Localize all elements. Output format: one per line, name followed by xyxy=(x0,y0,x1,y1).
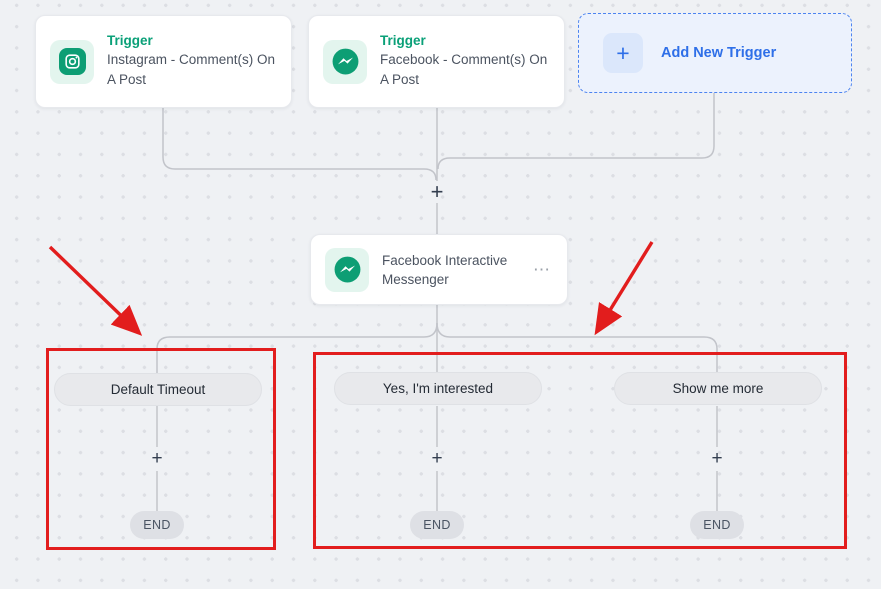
node-menu-button[interactable]: ⋯ xyxy=(533,259,551,279)
annotation-arrow-left xyxy=(48,245,143,336)
branch-pill-yes-interested[interactable]: Yes, I'm interested xyxy=(334,372,542,405)
messenger-icon xyxy=(325,247,369,292)
add-step-plus-branch-2[interactable]: + xyxy=(431,448,443,469)
messenger-icon xyxy=(323,39,367,84)
trigger-description: Facebook - Comment(s) On A Post xyxy=(380,52,548,87)
trigger-node-facebook[interactable]: Trigger Facebook - Comment(s) On A Post xyxy=(308,15,565,108)
add-new-trigger-button[interactable]: + Add New Trigger xyxy=(578,13,852,93)
branch-pill-default-timeout[interactable]: Default Timeout xyxy=(54,373,262,406)
add-new-trigger-label: Add New Trigger xyxy=(661,45,777,61)
add-step-plus-branch-1[interactable]: + xyxy=(151,448,163,469)
trigger-label: Trigger xyxy=(107,33,153,48)
end-terminator-branch-2: END xyxy=(410,511,464,539)
trigger-node-instagram[interactable]: Trigger Instagram - Comment(s) On A Post xyxy=(35,15,292,108)
add-step-plus-branch-3[interactable]: + xyxy=(711,448,723,469)
add-step-plus-merge[interactable]: + xyxy=(430,179,444,204)
trigger-description: Instagram - Comment(s) On A Post xyxy=(107,52,276,87)
instagram-icon xyxy=(50,39,94,84)
plus-icon: + xyxy=(603,33,643,73)
annotation-arrow-right xyxy=(594,241,654,336)
action-node-facebook-interactive-messenger[interactable]: Facebook Interactive Messenger ⋯ xyxy=(310,234,568,305)
end-terminator-branch-1: END xyxy=(130,511,184,539)
end-terminator-branch-3: END xyxy=(690,511,744,539)
branch-pill-show-me-more[interactable]: Show me more xyxy=(614,372,822,405)
action-node-title: Facebook Interactive Messenger xyxy=(382,252,508,287)
trigger-label: Trigger xyxy=(380,33,426,48)
